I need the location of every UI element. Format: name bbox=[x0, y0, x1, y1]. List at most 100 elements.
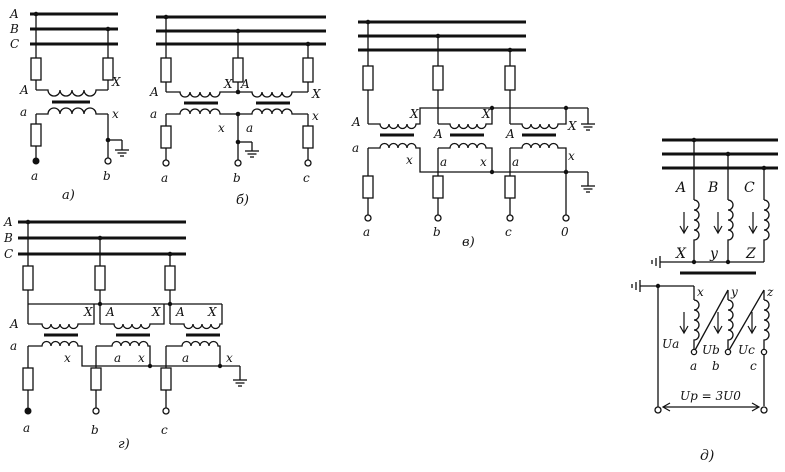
secondary-label: x bbox=[480, 155, 487, 169]
primary-label: X bbox=[481, 107, 491, 121]
primary-label: A bbox=[433, 127, 443, 141]
bus-label-a: A bbox=[3, 215, 13, 229]
primary-label: A bbox=[351, 115, 361, 129]
terminal-label: b bbox=[233, 171, 241, 185]
fuse bbox=[302, 57, 314, 83]
terminal-label: c bbox=[505, 225, 512, 239]
caption: г) bbox=[118, 437, 130, 452]
secondary-label: x bbox=[226, 351, 233, 365]
voltage-label: Ua bbox=[662, 337, 679, 351]
secondary-mid-label: a bbox=[246, 121, 253, 135]
phase-label: C bbox=[744, 180, 755, 196]
secondary-winding-3 bbox=[510, 142, 567, 172]
primary-winding-c bbox=[763, 199, 770, 262]
phase-label: A bbox=[674, 180, 686, 196]
terminal-label: a bbox=[23, 421, 30, 435]
phase-label: B bbox=[707, 180, 718, 196]
fuse bbox=[302, 125, 314, 149]
primary-label: A bbox=[105, 305, 115, 319]
terminal bbox=[104, 157, 112, 165]
secondary-start-label: a bbox=[690, 359, 697, 373]
caption: б) bbox=[236, 193, 249, 208]
mid-label: X bbox=[223, 77, 233, 91]
primary-label: A bbox=[175, 305, 185, 319]
secondary-end-label: y bbox=[730, 285, 738, 299]
primary-end-label: X bbox=[675, 246, 687, 262]
mid-label: A bbox=[240, 77, 250, 91]
primary-label: X bbox=[567, 119, 577, 133]
secondary-start-label: b bbox=[712, 359, 720, 373]
primary-end-label: X bbox=[311, 87, 321, 101]
secondary-winding-2 bbox=[438, 142, 493, 172]
fuse bbox=[160, 125, 172, 149]
bus-label-a: A bbox=[9, 7, 19, 21]
secondary-winding-c bbox=[763, 299, 770, 352]
terminal bbox=[32, 157, 40, 165]
secondary-end-label: x bbox=[112, 107, 119, 121]
voltage-label: Ub bbox=[702, 343, 720, 357]
terminal bbox=[364, 214, 372, 222]
diagram-a: A B C A X a x a b а) bbox=[9, 7, 129, 203]
secondary-winding-2 bbox=[96, 340, 151, 366]
terminal bbox=[760, 406, 768, 414]
primary-winding-b bbox=[727, 199, 734, 262]
bus-label-b: B bbox=[3, 231, 13, 245]
primary-end-label: Z bbox=[745, 246, 756, 262]
primary-label: X bbox=[83, 305, 93, 319]
primary-label: X bbox=[151, 305, 161, 319]
secondary-label: a bbox=[114, 351, 121, 365]
primary-label: A bbox=[505, 127, 515, 141]
secondary-winding-3 bbox=[166, 340, 221, 366]
terminal bbox=[162, 159, 170, 167]
fuse bbox=[22, 265, 34, 291]
primary-winding-3 bbox=[170, 304, 223, 330]
secondary-label: x bbox=[138, 351, 145, 365]
terminal bbox=[506, 214, 514, 222]
fuse bbox=[432, 65, 444, 91]
terminal bbox=[304, 159, 312, 167]
primary-start-label: A bbox=[149, 85, 159, 99]
caption: в) bbox=[462, 235, 475, 250]
caption: а) bbox=[62, 188, 75, 203]
primary-winding-1 bbox=[368, 107, 588, 130]
secondary-winding-b bbox=[727, 299, 734, 352]
diagram-d: A B C X y Z x bbox=[631, 137, 778, 464]
primary-winding-2 bbox=[438, 108, 493, 130]
fuse bbox=[30, 57, 42, 81]
fuse bbox=[362, 65, 374, 91]
secondary-label: x bbox=[64, 351, 71, 365]
primary-winding-3 bbox=[510, 108, 567, 130]
primary-winding bbox=[36, 89, 108, 97]
primary-label: X bbox=[207, 305, 217, 319]
secondary-end-label: x bbox=[312, 109, 319, 123]
terminal-label: b bbox=[433, 225, 441, 239]
primary-label: A bbox=[9, 317, 19, 331]
voltage-label: Uc bbox=[738, 343, 755, 357]
terminal bbox=[654, 406, 662, 414]
secondary-start-label: a bbox=[150, 107, 157, 121]
terminal-label: b bbox=[103, 169, 111, 183]
bus-label-c: C bbox=[10, 37, 19, 51]
secondary-start-label: c bbox=[750, 359, 757, 373]
fuse bbox=[362, 175, 374, 199]
primary-winding-2 bbox=[100, 304, 165, 330]
terminal bbox=[234, 159, 242, 167]
terminal bbox=[92, 407, 100, 415]
secondary-winding-1 bbox=[28, 340, 240, 367]
secondary-start-label: a bbox=[20, 105, 27, 119]
secondary-label: x bbox=[406, 153, 413, 167]
primary-end-label: y bbox=[709, 246, 719, 262]
terminal bbox=[24, 407, 32, 415]
bus-label-b: B bbox=[9, 22, 19, 36]
secondary-label: a bbox=[10, 339, 17, 353]
fuse bbox=[432, 175, 444, 199]
fuse bbox=[94, 265, 106, 291]
fuse bbox=[90, 367, 102, 391]
fuse bbox=[160, 367, 172, 391]
fuse bbox=[22, 367, 34, 391]
terminal bbox=[434, 214, 442, 222]
fuse bbox=[504, 175, 516, 199]
primary-winding-a bbox=[693, 199, 700, 262]
terminal-label: 0 bbox=[561, 225, 569, 239]
